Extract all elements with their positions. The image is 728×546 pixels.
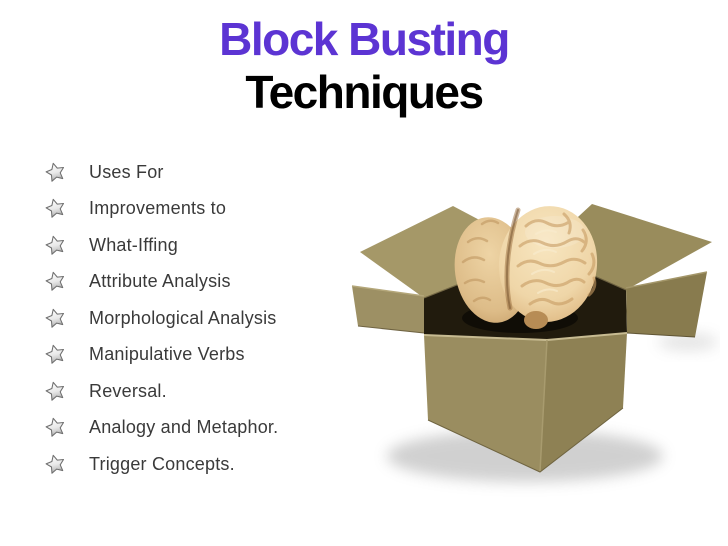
bullet-label: Morphological Analysis xyxy=(89,307,277,328)
star-bullet-icon xyxy=(45,417,66,438)
brain-gyri-highlights xyxy=(531,229,558,294)
star-bullet-icon xyxy=(45,198,66,219)
star-bullet-icon xyxy=(45,454,66,475)
flap-right-highlight xyxy=(625,271,708,289)
brain-in-box-image xyxy=(340,190,720,500)
box-face-front-left xyxy=(424,335,547,472)
list-item: Analogy and Metaphor. xyxy=(38,410,278,447)
brain-gyri-left xyxy=(461,219,500,303)
box-flap-left xyxy=(352,286,424,333)
bullet-label: Uses For xyxy=(89,161,164,182)
slide-title: Block Busting Techniques xyxy=(0,13,728,119)
list-item: Improvements to xyxy=(38,191,278,228)
bullet-label: Trigger Concepts. xyxy=(89,453,235,474)
bullet-label: Analogy and Metaphor. xyxy=(89,417,279,438)
star-bullet-icon xyxy=(45,235,66,256)
flap-shadow xyxy=(658,333,718,351)
title-line-1: Block Busting xyxy=(219,13,510,65)
brain-in-box-illustration xyxy=(351,204,718,482)
flap-left-highlight xyxy=(351,285,425,297)
bullet-label: Attribute Analysis xyxy=(89,271,231,292)
bullet-list: Uses For Improvements to What-Iffing xyxy=(38,154,278,483)
star-bullet-icon xyxy=(45,308,66,329)
box-flap-right xyxy=(626,272,707,337)
list-item: What-Iffing xyxy=(38,227,278,264)
list-item: Morphological Analysis xyxy=(38,300,278,337)
flap-right-underside xyxy=(626,332,696,338)
list-item: Attribute Analysis xyxy=(38,264,278,301)
bullet-label: Reversal. xyxy=(89,380,167,401)
brain xyxy=(454,206,598,323)
bullet-label: Manipulative Verbs xyxy=(89,344,245,365)
star-bullet-icon xyxy=(45,162,66,183)
flap-left-underside xyxy=(357,325,425,334)
star-bullet-icon xyxy=(45,344,66,365)
list-item: Trigger Concepts. xyxy=(38,446,278,483)
star-bullet-icon xyxy=(45,381,66,402)
list-item: Uses For xyxy=(38,154,278,191)
bullet-label: Improvements to xyxy=(89,198,227,219)
brain-gyri-right xyxy=(516,212,597,306)
list-item: Manipulative Verbs xyxy=(38,337,278,374)
box-front-corner-edge xyxy=(539,339,548,473)
title-line-2: Techniques xyxy=(245,66,484,118)
box-bottom-edge xyxy=(427,407,624,473)
list-item: Reversal. xyxy=(38,373,278,410)
bullet-label: What-Iffing xyxy=(89,234,178,255)
brain-stem xyxy=(524,311,548,329)
box-face-front-right xyxy=(540,333,627,472)
star-bullet-icon xyxy=(45,271,66,292)
